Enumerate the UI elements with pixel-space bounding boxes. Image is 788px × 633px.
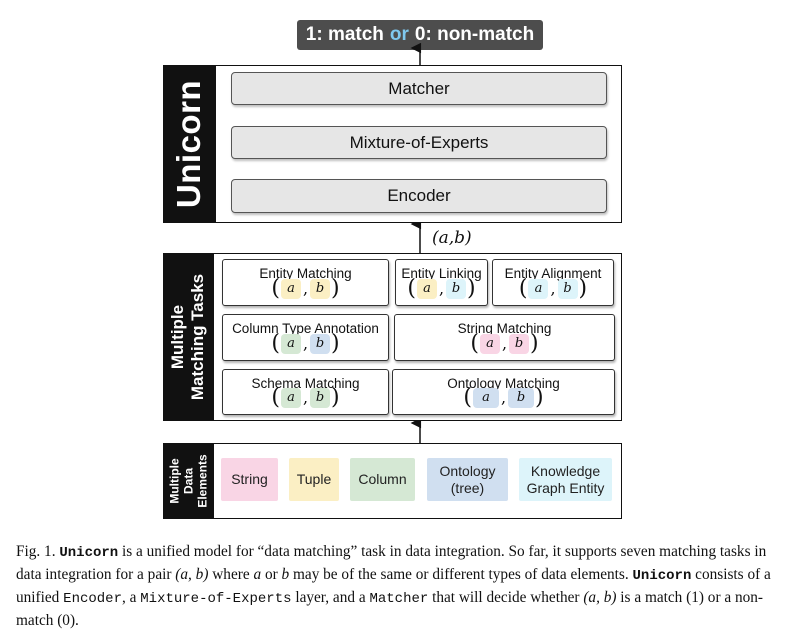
task-entity-matching: Entity Matching (a,b): [222, 259, 389, 306]
chip-a: a: [280, 334, 301, 354]
task-string-matching: String Matching (a,b): [394, 314, 615, 361]
caption-b: b: [281, 566, 290, 583]
chip-b: b: [557, 279, 578, 299]
nonmatch-text: 0: non-match: [414, 24, 535, 45]
caption-a: a: [253, 566, 262, 583]
caption-text: may be of the same or different types of…: [293, 566, 629, 583]
caption-text: consists of a unified: [16, 566, 771, 606]
moe-layer: Mixture-of-Experts: [231, 126, 607, 159]
caption-matcher: Matcher: [369, 591, 429, 607]
caption-text: that will decide whether: [432, 589, 580, 606]
chip-b: b: [509, 334, 530, 354]
element-ontology-label: Ontology (tree): [439, 462, 496, 496]
chip-a: a: [479, 334, 500, 354]
task-schema-matching: Schema Matching (a,b): [222, 369, 389, 415]
caption-text: is a unified model for “data matching” t…: [16, 543, 767, 583]
encoder-layer: Encoder: [231, 179, 607, 213]
chip-a: a: [280, 388, 301, 408]
caption-fig: Fig. 1.: [16, 543, 56, 560]
chip-a: a: [472, 388, 499, 408]
model-name: Unicorn: [170, 79, 208, 209]
caption-text: , a: [121, 589, 137, 606]
task-title: Ontology Matching: [447, 376, 560, 391]
caption-pair: (a, b): [583, 589, 617, 606]
pair-label: (a,b): [432, 228, 472, 248]
task-column-type-annotation: Column Type Annotation (a,b): [222, 314, 389, 361]
chip-a: a: [280, 279, 301, 299]
caption-moe: Mixture-of-Experts: [140, 591, 292, 607]
task-entity-alignment: Entity Alignment (a,b): [492, 259, 614, 306]
caption-encoder: Encoder: [63, 591, 122, 607]
chip-b: b: [310, 279, 331, 299]
element-tuple-label: Tuple: [296, 471, 332, 487]
elements-sidebar-line2: Data: [181, 467, 196, 495]
caption-unicorn: Unicorn: [59, 545, 119, 561]
elements-sidebar-line3: Elements: [195, 454, 210, 508]
task-entity-linking: Entity Linking (a,b): [395, 259, 488, 306]
elements-sidebar: Multiple Data Elements: [163, 443, 214, 519]
tasks-sidebar-line1: Multiple: [168, 304, 188, 370]
element-string-label: String: [231, 471, 268, 487]
model-sidebar: Unicorn: [163, 65, 216, 223]
moe-label: Mixture-of-Experts: [349, 132, 489, 152]
elements-sidebar-line1: Multiple: [167, 458, 182, 504]
task-title: Schema Matching: [251, 376, 360, 391]
pair-chips: (a,b): [518, 276, 588, 301]
task-ontology-matching: Ontology Matching (a,b): [392, 369, 615, 415]
figure-caption: Fig. 1. Unicorn is a unified model for “…: [16, 541, 781, 631]
task-title: Column Type Annotation: [232, 321, 379, 336]
chip-b: b: [508, 388, 535, 408]
chip-b: b: [446, 279, 467, 299]
element-kg-label: Knowledge Graph Entity: [526, 462, 605, 496]
pair-chips: (a,b): [271, 385, 340, 410]
task-title: String Matching: [457, 321, 552, 336]
caption-unicorn: Unicorn: [632, 568, 692, 584]
element-tuple: Tuple: [289, 458, 339, 501]
matcher-layer: Matcher: [231, 72, 607, 105]
element-kg-entity: Knowledge Graph Entity: [519, 458, 612, 501]
pair-chips: (a,b): [470, 331, 539, 356]
caption-text: where: [212, 566, 250, 583]
element-ontology: Ontology (tree): [427, 458, 508, 501]
caption-text: is a match (1) or a non-match (0).: [16, 589, 764, 629]
pair-chips: (a,b): [407, 276, 476, 301]
task-title: Entity Linking: [401, 266, 482, 281]
element-column: Column: [350, 458, 415, 501]
task-title: Entity Alignment: [504, 266, 602, 281]
chip-a: a: [528, 279, 549, 299]
tasks-sidebar-line2: Matching Tasks: [188, 273, 208, 401]
chip-a: a: [416, 279, 437, 299]
caption-text: or: [264, 566, 278, 583]
chip-b: b: [310, 334, 331, 354]
matcher-label: Matcher: [388, 78, 450, 98]
caption-text: layer, and a: [295, 589, 366, 606]
task-title: Entity Matching: [259, 266, 352, 281]
chip-b: b: [310, 388, 331, 408]
tasks-sidebar: Multiple Matching Tasks: [163, 253, 214, 421]
or-text: or: [389, 24, 409, 45]
element-string: String: [221, 458, 278, 501]
element-column-label: Column: [358, 471, 407, 487]
pair-chips: (a,b): [271, 276, 340, 301]
caption-pair: (a, b): [175, 566, 209, 583]
encoder-label: Encoder: [387, 186, 451, 205]
pair-chips: (a,b): [463, 385, 544, 410]
pair-chips: (a,b): [271, 331, 340, 356]
match-text: 1: match: [305, 24, 384, 45]
